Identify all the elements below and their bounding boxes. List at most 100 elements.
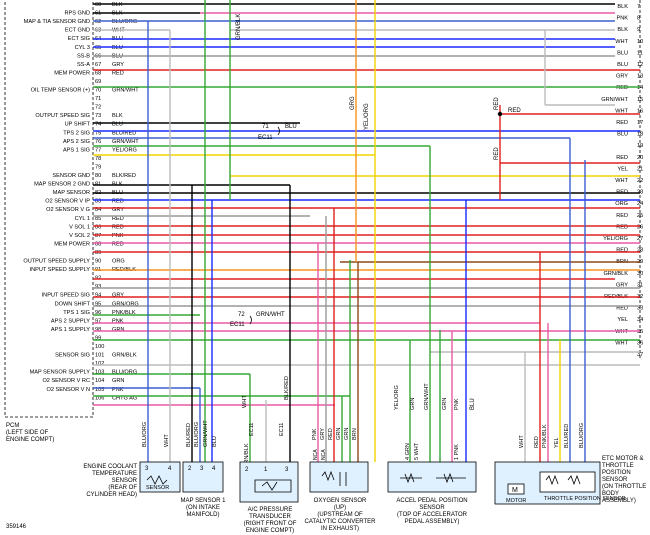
ect-pin-3: 3 bbox=[145, 466, 149, 472]
pcm-pin-label: APS 2 SIG bbox=[63, 139, 90, 145]
pcm-pin-number: 75 bbox=[95, 130, 101, 136]
ect-label-4: (REAR OF bbox=[108, 485, 137, 491]
pcm-pin-wire-color: GRN/WHT bbox=[112, 88, 139, 94]
etc-label-6: BODY bbox=[602, 491, 619, 497]
pcm-pin-number: 96 bbox=[95, 310, 101, 316]
ac-connector-box bbox=[239, 461, 299, 503]
pcm-pin-wire-color: ORG bbox=[112, 259, 125, 265]
right-terminal-wire-color: RED bbox=[616, 224, 628, 230]
pcm-pin-number: 100 bbox=[95, 344, 104, 350]
splice-label-72: EC11 bbox=[230, 322, 245, 328]
ac-splice-b: EC11 bbox=[279, 423, 285, 436]
pcm-pin-number: 87 bbox=[95, 233, 101, 239]
etc-label-1: ETC MOTOR & bbox=[602, 456, 644, 462]
pcm-pin-number: 104 bbox=[95, 378, 104, 384]
ect-wire-bluorg: BLU/ORG bbox=[142, 422, 148, 447]
ect-label-1: ENGINE COOLANT bbox=[83, 464, 137, 470]
aps-potentiometer-icon-1 bbox=[400, 472, 422, 484]
right-terminal-number: 33 bbox=[637, 306, 643, 312]
right-terminal-number: 26 bbox=[637, 224, 643, 230]
ect-inner-label: SENSOR bbox=[146, 485, 169, 491]
ac-pin-2: 2 bbox=[245, 467, 249, 473]
right-terminal-number: 29 bbox=[637, 259, 643, 265]
pcm-pin-label: OUTPUT SPEED SIG bbox=[35, 113, 90, 119]
pcm-pin-label: MAP SENSOR 2 GND bbox=[34, 182, 90, 188]
etc-motor-throttle-sensor: M MOTOR THROTTLE POSITION SENSOR ETC MOT… bbox=[494, 456, 646, 505]
pcm-pin-number: 72 bbox=[95, 105, 101, 111]
o2-wire-brn: BRN bbox=[352, 428, 358, 440]
map-pin-3: 3 bbox=[200, 466, 204, 472]
pcm-pin-number: 71 bbox=[95, 96, 101, 102]
right-terminal-wire-color: WHT bbox=[615, 178, 628, 184]
pcm-pin-wire-color: GRN bbox=[112, 327, 124, 333]
pcm-pin-label: MAP SENSOR bbox=[53, 190, 90, 196]
pcm-title-line-3: ENGINE COMPT) bbox=[6, 437, 54, 443]
etc-wire-wht: WHT bbox=[519, 435, 525, 448]
o2-nca-2: NCA bbox=[321, 449, 327, 460]
right-terminal-wire-color: WHT bbox=[615, 329, 628, 335]
map-wire-grnwht: GRN/WHT bbox=[203, 420, 209, 447]
etc-tps-potentiometer-icon bbox=[545, 474, 581, 486]
pcm-pin-label: TPS 2 SIG bbox=[63, 130, 90, 136]
map-wire-blu: BLU bbox=[212, 436, 218, 447]
ect-label-3: SENSOR bbox=[112, 478, 138, 484]
right-terminal-wire-color: RED bbox=[616, 213, 628, 219]
ect-connector-box bbox=[139, 461, 181, 493]
pcm-pin-wire-color: BLU/ORG bbox=[112, 370, 137, 376]
aps-label-1: ACCEL PEDAL POSITION bbox=[396, 498, 467, 504]
right-terminal-wire-color: WHT bbox=[615, 108, 628, 114]
pcm-pin-number: 90 bbox=[95, 259, 101, 265]
pcm-pin-wire-color: RED bbox=[112, 224, 124, 230]
pcm-pin-number: 73 bbox=[95, 113, 101, 119]
etc-tps-box bbox=[539, 471, 596, 493]
pcm-pin-number: 67 bbox=[95, 62, 101, 68]
pcm-pin-label: CYL 1 bbox=[75, 216, 90, 222]
pcm-pin-wire-color: RED bbox=[112, 216, 124, 222]
pcm-pin-number: 77 bbox=[95, 147, 101, 153]
right-terminal-number: 18 bbox=[637, 132, 643, 138]
etc-label-3: POSITION bbox=[602, 470, 631, 476]
ac-label-2: TRANSDUCER bbox=[249, 514, 291, 520]
aps-wire-pnk: PNK bbox=[454, 398, 460, 410]
aps-label-3: (TOP OF ACCELERATOR bbox=[397, 512, 468, 518]
vlabel-grg: GRG bbox=[350, 96, 356, 110]
pcm-pin-wire-color: PNK/BLK bbox=[112, 310, 136, 316]
right-terminal-number: 11 bbox=[637, 50, 643, 56]
right-terminal-wire-color: GRY bbox=[616, 74, 628, 80]
pcm-pin-wire-color: RED bbox=[112, 70, 124, 76]
pcm-pin-label: O2 SENSOR V IP bbox=[45, 199, 90, 205]
pcm-pin-label: MAP SENSOR SUPPLY bbox=[30, 370, 91, 376]
o2-nca-1: NCA bbox=[313, 449, 319, 460]
ac-wire-blkred: BLK/RED bbox=[284, 376, 290, 400]
pcm-pin-label: TPS 1 SIG bbox=[63, 310, 90, 316]
pcm-pin-wire-color: GRY bbox=[112, 62, 124, 68]
aps-label-2: SENSOR bbox=[419, 505, 445, 511]
right-terminal-number: 25 bbox=[637, 213, 643, 219]
ect-pin-4: 4 bbox=[168, 466, 172, 472]
map-sensor: 2 3 4 MAP SENSOR 1 (ON INTAKE MANIFOLD) bbox=[181, 461, 227, 518]
vertical-wire-labels: GRN/BLK GRG YEL/ORG RED RED RED BLU bbox=[236, 14, 521, 410]
vlabel-yelorg: YEL/ORG bbox=[364, 103, 370, 130]
pcm-pin-wire-color: BLU bbox=[112, 122, 123, 128]
right-terminal-wire-color: GRN/WHT bbox=[601, 97, 628, 103]
splice-ec11-71: 71 BLU EC11 bbox=[258, 124, 297, 141]
pcm-pin-wire-color: GRN/ORG bbox=[112, 301, 139, 307]
map-label-1: MAP SENSOR 1 bbox=[181, 498, 227, 504]
pcm-pin-number: 62 bbox=[95, 19, 101, 25]
map-wire-blkred: BLK/RED bbox=[186, 423, 192, 447]
right-terminal-number: 20 bbox=[637, 155, 643, 161]
right-terminal-wire-color: WHT bbox=[615, 39, 628, 45]
ac-wire-grnblk: GRN/BLK bbox=[244, 443, 250, 468]
right-terminal-number: 7 bbox=[637, 4, 640, 10]
pcm-pin-number: 65 bbox=[95, 45, 101, 51]
etc-label-4: SENSOR bbox=[602, 477, 628, 483]
pcm-pin-wire-color: BLU bbox=[112, 45, 123, 51]
etc-motor-icon: M bbox=[512, 487, 518, 494]
pcm-title-line-2: (LEFT SIDE OF bbox=[6, 430, 49, 436]
pcm-pin-number: 78 bbox=[95, 156, 101, 162]
splice-wire-72: GRN/WHT bbox=[256, 312, 285, 318]
right-terminal-number: 22 bbox=[637, 178, 643, 184]
right-terminal-number: 37 bbox=[637, 352, 643, 358]
right-terminal-number: 34 bbox=[637, 317, 643, 323]
o2-label-5: IN EXHAUST) bbox=[321, 526, 359, 532]
